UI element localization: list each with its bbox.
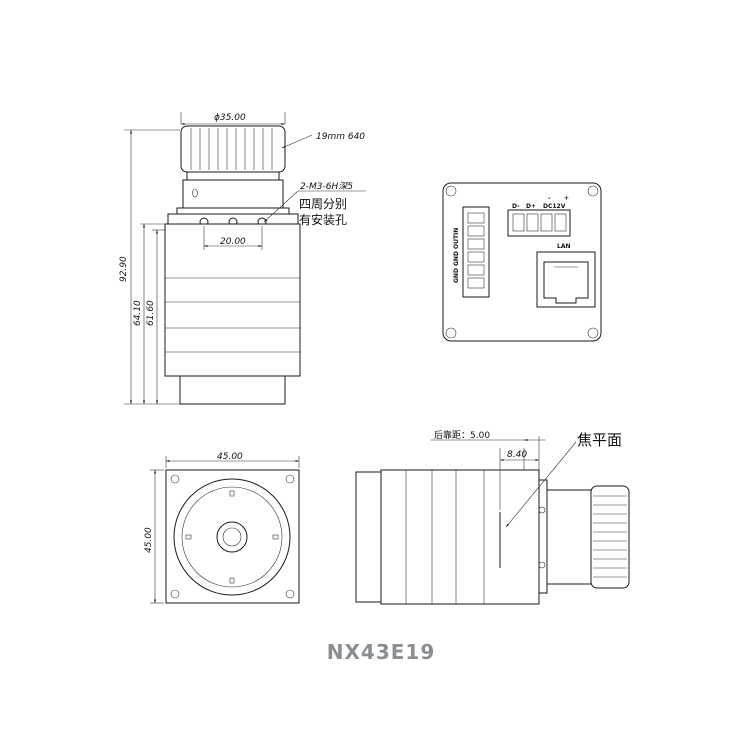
lens-ring [180, 125, 286, 173]
lens-barrel [182, 179, 284, 209]
hole-spacing-dim: 20.00 [220, 237, 246, 247]
io-label-out: OUT [453, 234, 460, 249]
sensor-opening [216, 521, 248, 553]
io-label-in: IN [453, 228, 460, 235]
lens-ring-side [590, 485, 630, 589]
io-label-gnd-1: GND [453, 268, 460, 283]
lan-label: LAN [557, 243, 571, 250]
lens-callout: 19mm 640 [316, 132, 365, 142]
power-label-dplus: D+ [526, 203, 536, 210]
mount-flange [167, 213, 299, 225]
focal-offset-dim: 8.40 [507, 450, 527, 460]
lens-diameter-dim: ϕ35.00 [214, 113, 246, 123]
power-label-dminus: D- [512, 203, 520, 210]
front-face [165, 469, 300, 604]
back-focal-label: 后靠距：5.00 [434, 429, 490, 441]
io-label-gnd-2: GND [453, 251, 460, 266]
rear-connector-housing [179, 375, 286, 405]
hole-callout-line3: 有安装孔 [299, 212, 347, 227]
top-view: 8.40 后靠距：5.00 焦平面 [355, 429, 630, 605]
rear-connector-side [355, 471, 382, 603]
side-view: ϕ35.00 19mm 640 2-M3-6H深5 四周分别 有安装孔 20.0… [119, 112, 366, 405]
body-height-dim-1: 64.10 [133, 300, 143, 326]
focal-plane-label: 焦平面 [577, 431, 622, 449]
camera-body-side [380, 469, 540, 605]
rear-view: GND GND OUT IN D- D+ - + DC12V LAN [442, 182, 602, 342]
hole-callout-line2: 四周分别 [299, 197, 347, 211]
model-name: NX43E19 [327, 640, 435, 664]
total-height-dim: 92.90 [119, 256, 129, 282]
power-label-plus: + [564, 195, 569, 202]
lan-port [536, 251, 596, 308]
power-terminal [507, 209, 571, 237]
lens-mount-outer [173, 478, 291, 596]
front-height-dim: 45.00 [144, 527, 154, 553]
power-label-minus: - [548, 195, 551, 202]
body-height-dim-2: 61.60 [146, 300, 156, 326]
front-width-dim: 45.00 [217, 452, 243, 462]
camera-body [164, 223, 301, 377]
power-caption: DC12V [543, 203, 566, 210]
front-view: 45.00 45.00 [144, 452, 300, 604]
lens-barrel-side [546, 489, 592, 585]
hole-callout-spec: 2-M3-6H深5 [300, 181, 353, 192]
